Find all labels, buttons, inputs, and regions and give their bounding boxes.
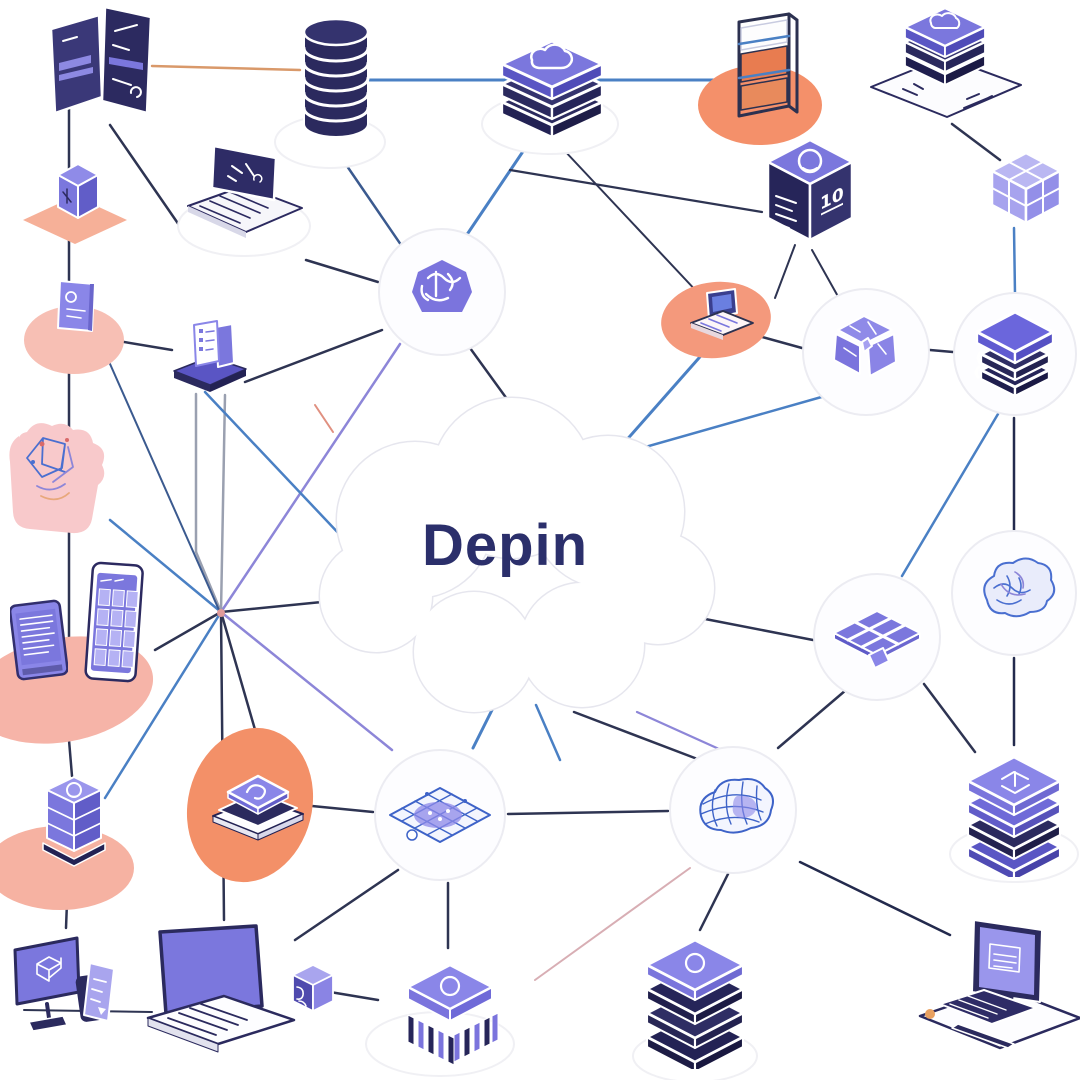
connection-edge (698, 616, 815, 642)
laptop-workstation-icon (184, 140, 306, 245)
connection-edge (203, 390, 362, 558)
workstation-computer-icon (916, 912, 1080, 1064)
router-stack-icon (205, 768, 311, 844)
connection-edge (506, 809, 670, 816)
connection-edge (534, 867, 691, 981)
hand-wireframe-icon (0, 392, 107, 536)
smartphone-device-icon (83, 560, 145, 688)
connection-edge (67, 738, 74, 778)
connection-edge (103, 610, 223, 800)
connection-edge (310, 804, 375, 814)
connection-edge (219, 610, 394, 752)
compute-shard-node-icon (800, 286, 932, 418)
server-tower-icon (37, 771, 111, 873)
connection-edge (922, 682, 977, 754)
connection-edge (561, 147, 701, 296)
connection-edge (314, 404, 334, 433)
connection-edge (219, 393, 227, 614)
connection-edge (464, 142, 530, 238)
mesh-node-left-icon (372, 747, 508, 883)
depin-label: Depin (421, 512, 589, 578)
storage-stack-node-icon (951, 290, 1079, 418)
processor-chip-icon (390, 951, 510, 1065)
connection-edge (334, 148, 412, 260)
connection-edge (293, 868, 400, 942)
mesh-node-right-icon (667, 744, 799, 876)
server-rack-icon (727, 8, 803, 128)
neural-wireframe-node-icon (949, 528, 1079, 658)
card-blob (24, 306, 124, 374)
depin-cloud (318, 396, 716, 714)
storage-cube-icon: 10 (760, 132, 860, 248)
connection-edge (219, 342, 402, 614)
connection-edge (811, 249, 841, 301)
connection-edge (243, 328, 384, 384)
connection-edge (108, 518, 223, 614)
connection-edge (900, 412, 1000, 578)
server-stack-icon (637, 927, 753, 1069)
blockchain-node-icon (376, 226, 508, 358)
data-card-icon (55, 277, 99, 335)
laptop-client-icon (146, 924, 298, 1066)
connection-edge (798, 860, 952, 937)
tablet-device-icon (10, 597, 68, 687)
connection-edge (150, 64, 302, 72)
edge-laptop-icon (687, 287, 757, 353)
monitor-panels-icon (47, 1, 155, 125)
connection-edge (774, 244, 796, 299)
connection-edge (534, 703, 562, 762)
iot-device-box-icon (53, 158, 103, 228)
connection-edge (94, 329, 220, 611)
database-cylinder-icon (296, 10, 376, 150)
connection-edge (219, 610, 260, 742)
connection-edge (572, 710, 702, 762)
connection-edge (928, 348, 955, 354)
peach-diamond-blob (23, 196, 127, 244)
connection-edge (698, 872, 730, 932)
parcel-box-icon (288, 961, 338, 1015)
mobile-handset-icon (70, 955, 122, 1029)
connection-edge (615, 394, 827, 457)
wireframe-cube-icon (984, 145, 1068, 231)
storage-tower-icon (960, 743, 1068, 877)
cloud-server-stack-icon (491, 16, 613, 144)
connection-edge (304, 258, 380, 284)
connection-edge (153, 610, 223, 652)
connection-edge (614, 348, 708, 454)
connection-edge (108, 123, 190, 240)
tile-panel-node-icon (811, 571, 943, 703)
connection-edge (194, 550, 223, 614)
connection-edge (508, 168, 764, 214)
hosting-platform-icon (863, 1, 1028, 123)
connection-edge (776, 688, 848, 750)
connection-edge (950, 122, 1002, 162)
document-station-icon (170, 319, 250, 393)
connection-edge (1012, 226, 1017, 296)
